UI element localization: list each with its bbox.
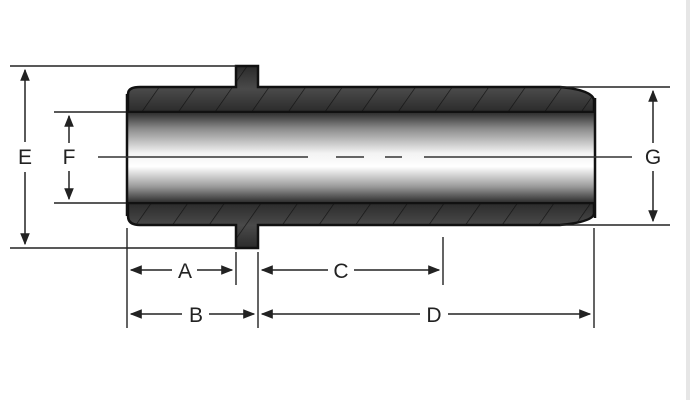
label-C: C <box>333 260 348 283</box>
label-B: B <box>189 304 203 327</box>
label-E: E <box>18 146 32 169</box>
dimension-B: B <box>129 304 256 327</box>
extension-lines <box>10 65 670 328</box>
label-G: G <box>645 146 661 169</box>
label-D: D <box>426 304 441 327</box>
dimension-F: F <box>63 114 76 201</box>
label-F: F <box>63 146 76 169</box>
frame-edge <box>686 0 690 400</box>
dimension-C: C <box>260 260 441 283</box>
dimension-A: A <box>129 260 234 283</box>
dimension-E: E <box>18 68 32 246</box>
label-A: A <box>178 260 192 283</box>
dimension-G: G <box>645 89 661 223</box>
dimension-D: D <box>260 304 592 327</box>
